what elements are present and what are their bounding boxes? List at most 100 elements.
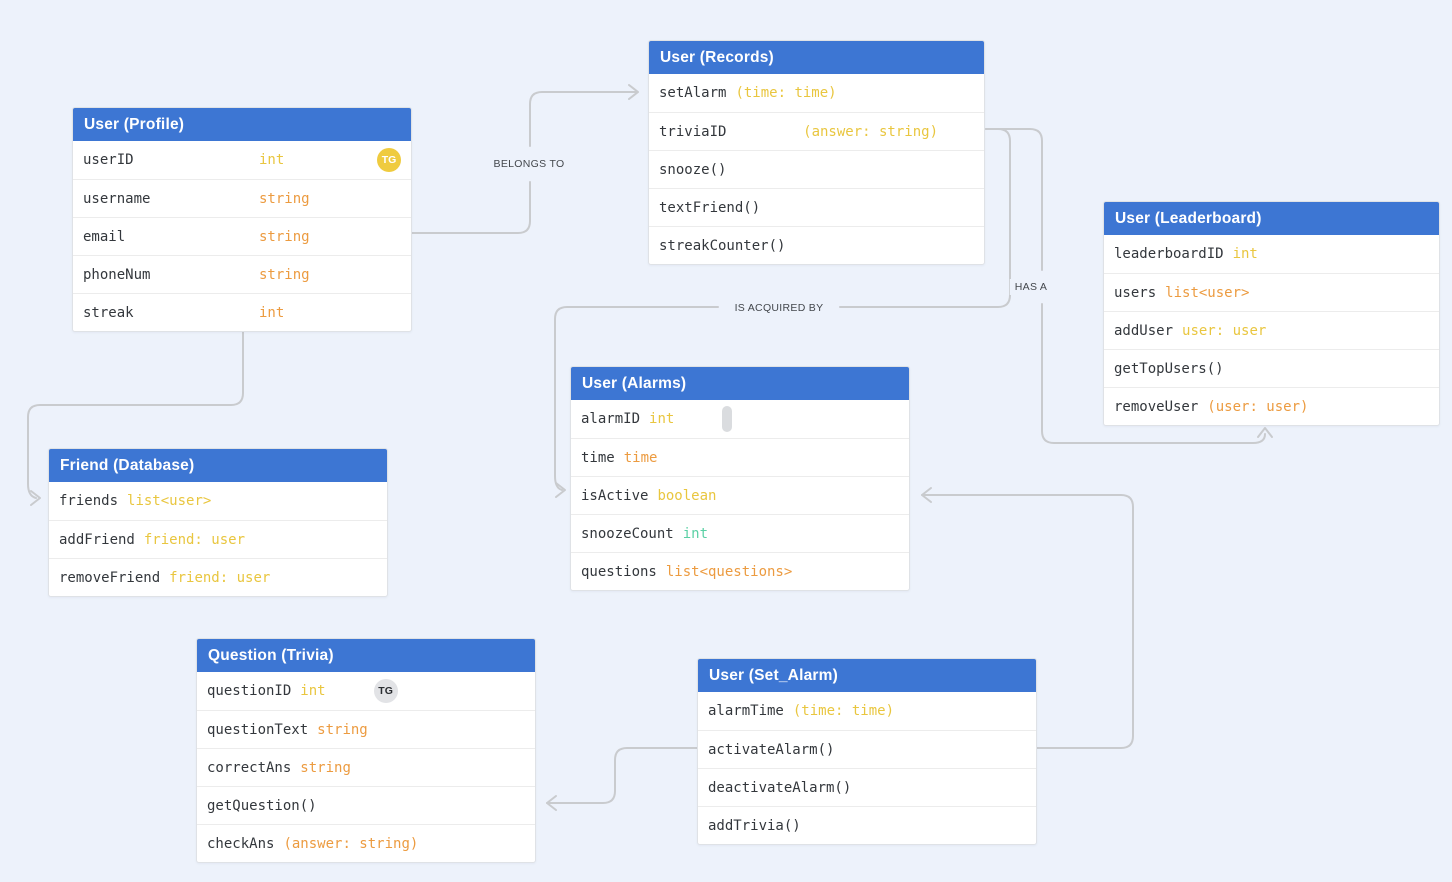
field-name: userID: [83, 152, 134, 168]
field-name: username: [83, 190, 151, 207]
arrow-up-icon: [1257, 427, 1273, 438]
method-name: removeUser: [1114, 398, 1199, 415]
entity-friend-database[interactable]: Friend (Database) friends list<user> add…: [48, 448, 388, 597]
arrow-right-icon: [30, 490, 41, 506]
entity-user-profile[interactable]: User (Profile) userID int TG username st…: [72, 107, 412, 332]
arrow-left-icon: [546, 795, 557, 811]
method-row[interactable]: streakCounter(): [649, 226, 984, 264]
field-type: string: [300, 759, 351, 776]
field-row[interactable]: friends list<user>: [49, 482, 387, 520]
arrow-right-icon: [628, 84, 639, 100]
entity-user-alarms[interactable]: User (Alarms) alarmID int time time isAc…: [570, 366, 910, 591]
entity-question-trivia[interactable]: Question (Trivia) questionID int TG ques…: [196, 638, 536, 863]
entity-user-leaderboard[interactable]: User (Leaderboard) leaderboardID int use…: [1103, 201, 1440, 426]
cursor-pill: [722, 406, 733, 432]
entity-header[interactable]: User (Alarms): [571, 367, 909, 400]
connector-is-acquired-by: [554, 306, 719, 491]
relationship-label-belongs-to: BELONGS TO: [488, 156, 570, 172]
entity-header[interactable]: Question (Trivia): [197, 639, 535, 672]
entity-user-set-alarm[interactable]: User (Set_Alarm) alarmTime (time: time) …: [697, 658, 1037, 845]
field-name: time: [581, 449, 615, 466]
method-row[interactable]: getQuestion(): [197, 786, 535, 824]
method-name: checkAns: [207, 835, 275, 852]
field-name: questionText: [207, 721, 309, 738]
field-row[interactable]: users list<user>: [1104, 273, 1439, 311]
method-name: snooze(): [659, 161, 727, 178]
field-name: alarmTime: [708, 703, 784, 719]
field-row[interactable]: username string: [73, 179, 411, 217]
field-type: int: [682, 525, 709, 542]
tg-badge: TG: [377, 148, 401, 172]
field-row[interactable]: alarmID int: [571, 400, 909, 438]
method-row[interactable]: deactivateAlarm(): [698, 768, 1036, 806]
connector-has-a: [1041, 303, 1266, 444]
method-row[interactable]: snooze(): [649, 150, 984, 188]
field-type: (time: time): [792, 703, 895, 719]
field-type: int: [259, 304, 285, 321]
connector-profile-friend: [27, 330, 244, 499]
field-name: snoozeCount: [581, 525, 674, 542]
relationship-label-has-a: HAS A: [1009, 279, 1053, 295]
method-name: setAlarm: [659, 85, 727, 101]
entity-header[interactable]: User (Leaderboard): [1104, 202, 1439, 235]
method-row[interactable]: checkAns (answer: string): [197, 824, 535, 862]
method-params: user: user: [1182, 322, 1267, 339]
method-row[interactable]: setAlarm (time: time): [649, 74, 984, 112]
tg-badge: TG: [373, 679, 398, 703]
field-type: string: [317, 721, 368, 738]
field-name: leaderboardID: [1114, 246, 1224, 262]
connector-setalarm-question: [546, 747, 698, 804]
field-type: list<questions>: [665, 563, 793, 580]
arrow-left-icon: [921, 487, 932, 503]
field-row[interactable]: questionText string: [197, 710, 535, 748]
method-row[interactable]: getTopUsers(): [1104, 349, 1439, 387]
field-name: email: [83, 228, 126, 245]
method-row[interactable]: triviaID (answer: string): [649, 112, 984, 150]
method-row[interactable]: removeUser (user: user): [1104, 387, 1439, 425]
field-row[interactable]: leaderboardID int: [1104, 235, 1439, 273]
method-row[interactable]: activateAlarm(): [698, 730, 1036, 768]
connector-has-a: [985, 128, 1043, 271]
method-params: (answer: string): [283, 835, 419, 852]
connector-belongs-to: [411, 181, 531, 234]
method-row[interactable]: addFriend friend: user: [49, 520, 387, 558]
field-row[interactable]: time time: [571, 438, 909, 476]
connector-belongs-to: [529, 91, 637, 147]
field-row[interactable]: email string: [73, 217, 411, 255]
method-name: getQuestion(): [207, 797, 317, 814]
method-row[interactable]: textFriend(): [649, 188, 984, 226]
field-type: int: [259, 152, 285, 168]
field-row[interactable]: snoozeCount int: [571, 514, 909, 552]
method-name: addUser: [1114, 322, 1174, 339]
field-row[interactable]: phoneNum string: [73, 255, 411, 293]
field-type: boolean: [657, 487, 717, 504]
field-name: correctAns: [207, 759, 292, 776]
field-name: questionID: [207, 683, 292, 699]
entity-header[interactable]: User (Records): [649, 41, 984, 74]
entity-header[interactable]: Friend (Database): [49, 449, 387, 482]
field-name: isActive: [581, 487, 649, 504]
entity-header[interactable]: User (Set_Alarm): [698, 659, 1036, 692]
method-name: addFriend: [59, 531, 135, 548]
field-name: streak: [83, 304, 134, 321]
entity-user-records[interactable]: User (Records) setAlarm (time: time) tri…: [648, 40, 985, 265]
field-row[interactable]: questions list<questions>: [571, 552, 909, 590]
field-row[interactable]: isActive boolean: [571, 476, 909, 514]
relationship-label-is-acquired-by: IS ACQUIRED BY: [729, 300, 829, 316]
field-row[interactable]: alarmTime (time: time): [698, 692, 1036, 730]
entity-header[interactable]: User (Profile): [73, 108, 411, 141]
field-row[interactable]: userID int TG: [73, 141, 411, 179]
field-type: time: [623, 449, 658, 466]
field-row[interactable]: correctAns string: [197, 748, 535, 786]
method-name: addTrivia(): [708, 817, 801, 834]
field-row[interactable]: streak int: [73, 293, 411, 331]
method-row[interactable]: removeFriend friend: user: [49, 558, 387, 596]
field-row[interactable]: questionID int TG: [197, 672, 535, 710]
connector-setalarm-alarms: [921, 494, 1134, 749]
method-params: (answer: string): [803, 123, 938, 140]
method-params: (time: time): [735, 85, 837, 101]
method-name: activateAlarm(): [708, 741, 835, 758]
method-row[interactable]: addTrivia(): [698, 806, 1036, 844]
method-row[interactable]: addUser user: user: [1104, 311, 1439, 349]
